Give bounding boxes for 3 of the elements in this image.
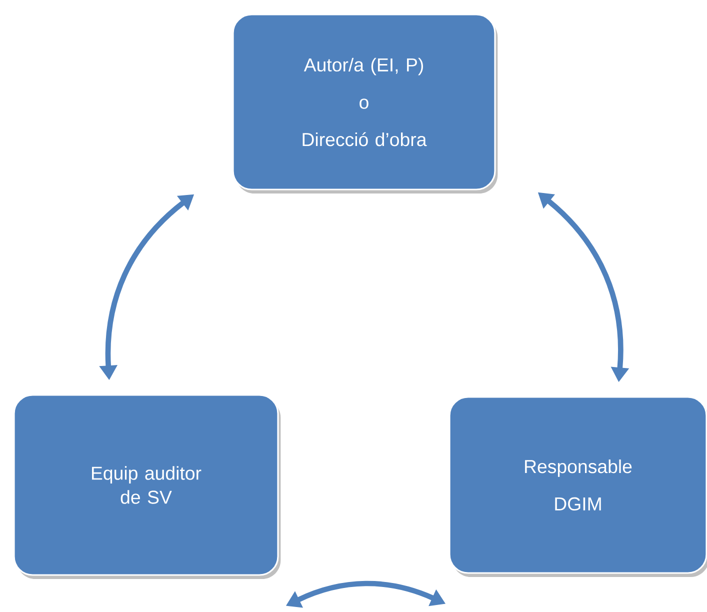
process-box: Equip auditor de SV xyxy=(13,394,281,579)
process-box: Responsable DGIM xyxy=(448,396,707,577)
process-box: Autor/a (EI, P) o Direcció d’obra xyxy=(232,14,498,194)
